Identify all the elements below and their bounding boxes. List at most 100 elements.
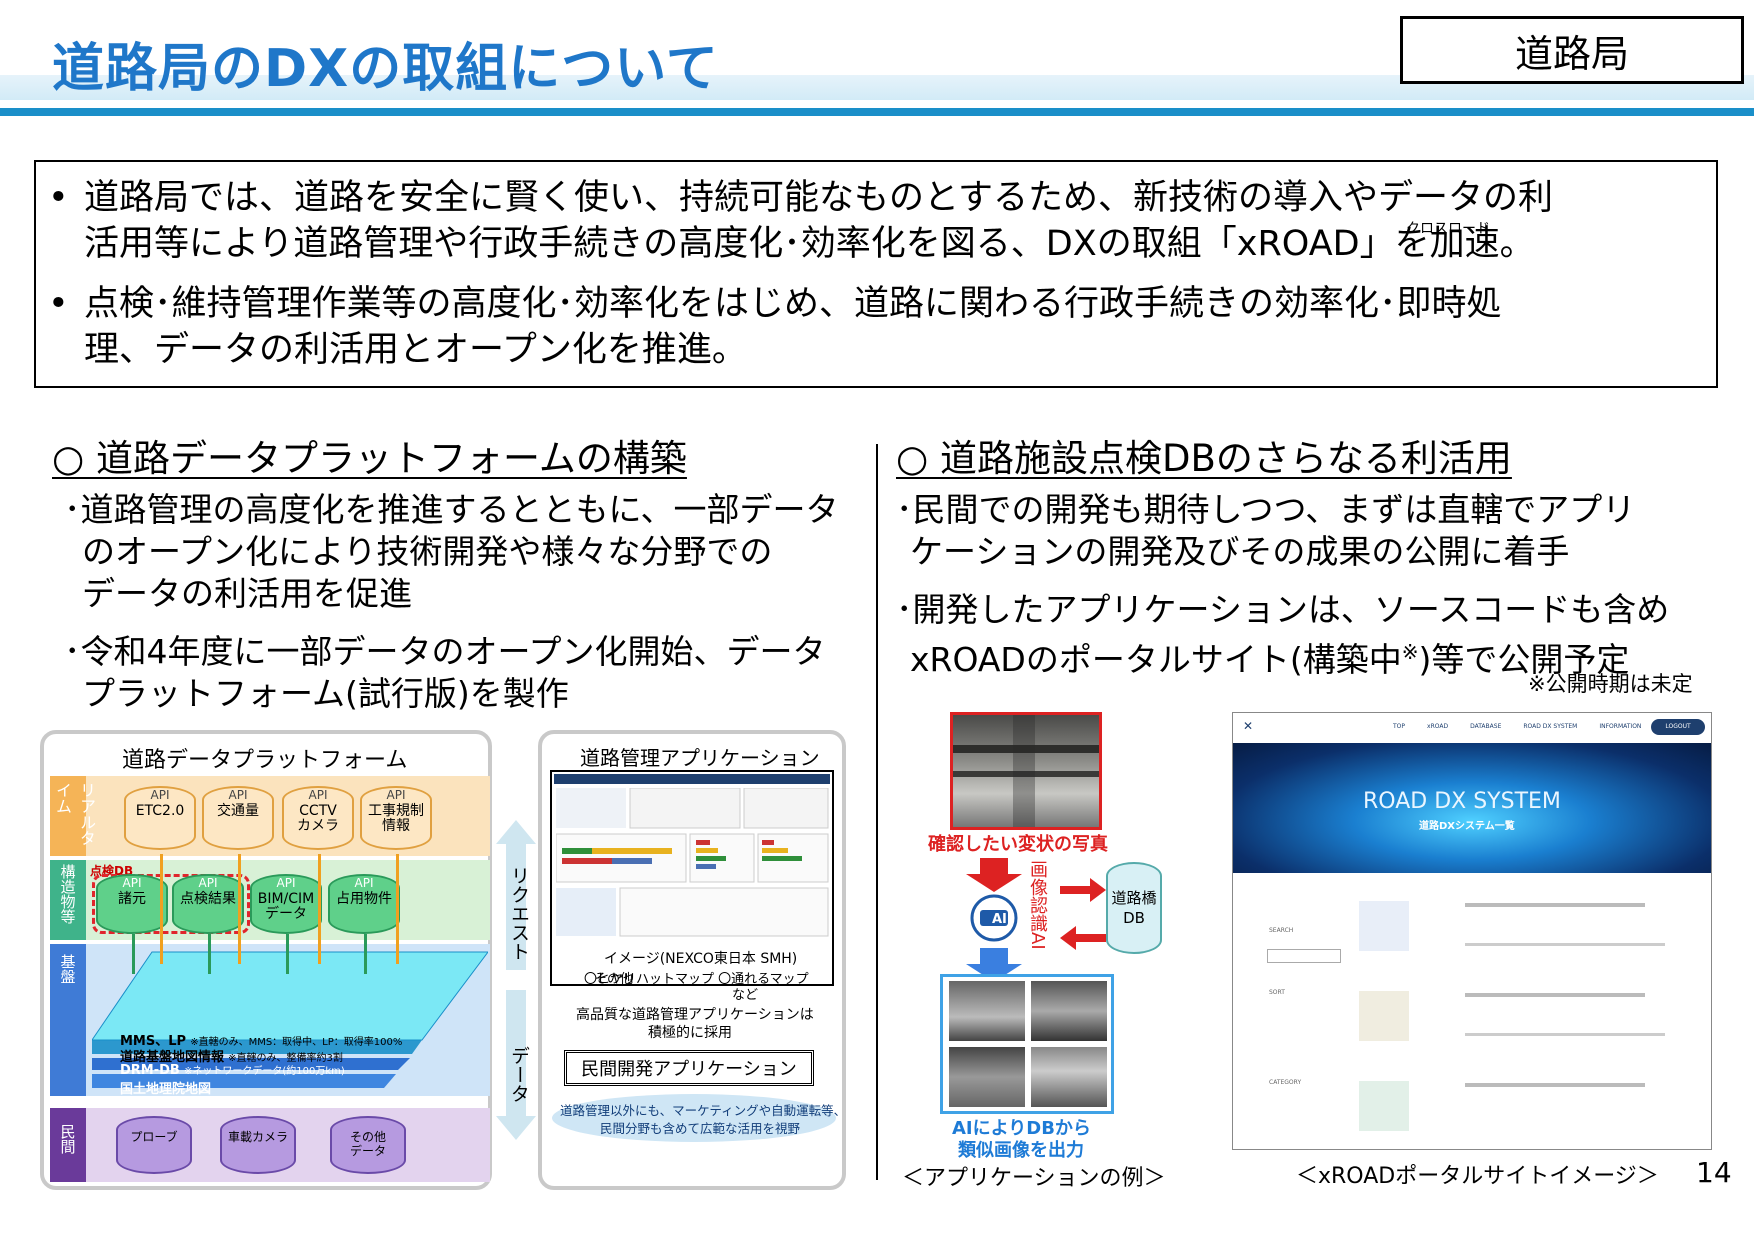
- connector-line: [286, 934, 289, 974]
- layer-row-2: 道路基盤地図情報 ※直轄のみ、整備率約3割: [120, 1050, 343, 1065]
- summary-bullet2-line2: 理、データの利活用とオープン化を推進。: [84, 330, 747, 370]
- cylinder-label: 占用物件: [336, 891, 392, 907]
- summary-bullet1-line2: 活用等により道路管理や行政手続きの高度化･効率化を図る、DXの取組「xROAD」…: [84, 224, 1535, 264]
- app-title: 道路管理アプリケーション: [580, 746, 820, 770]
- portal-hero-subtitle: 道路DXシステム一覧: [1419, 821, 1515, 832]
- structure-tab: 構造物等: [50, 860, 86, 940]
- adopt-line1: 高品質な道路管理アプリケーションは: [576, 1007, 814, 1023]
- portal-search-label: SEARCH: [1269, 927, 1294, 934]
- portal-text-4: [1465, 1033, 1665, 1036]
- portal-category-label: CATEGORY: [1269, 1079, 1302, 1086]
- portal-nav-item[interactable]: TOP: [1393, 723, 1406, 730]
- bullet: •: [48, 178, 69, 218]
- data-cylinder: [124, 786, 196, 850]
- bullet: •: [48, 284, 69, 324]
- department-box: 道路局: [1400, 16, 1744, 84]
- connector-line: [160, 854, 163, 964]
- private-note-line2: 民間分野も含めて広範な活用を視野: [600, 1121, 801, 1136]
- data-platform-diagram: 道路データプラットフォーム リアルタイム 構造物等 点検DB 基盤 MMS、LP…: [40, 730, 492, 1190]
- road-bridge-db-cylinder: [1106, 862, 1162, 954]
- portal-screenshot: ✕ TOP xROAD DATABASE ROAD DX SYSTEM INFORMAT…: [1232, 712, 1712, 1150]
- api-label: API: [150, 788, 170, 802]
- connector-line: [396, 854, 399, 964]
- portal-hero-title: ROAD DX SYSTEM: [1363, 789, 1561, 814]
- private-note-line1: 道路管理以外にも、マーケティングや自動運転等、: [560, 1103, 847, 1118]
- layer-row-4: 国土地理院地図: [120, 1082, 212, 1097]
- data-cylinder: [282, 786, 354, 850]
- private-note-oval: [552, 1094, 836, 1142]
- portal-nav-item[interactable]: ROAD DX SYSTEM: [1523, 723, 1578, 730]
- ai-output-line2: 類似画像を出力: [958, 1140, 1084, 1161]
- api-label: API: [228, 788, 248, 802]
- portal-caption: ＜xROADポータルサイトイメージ＞: [1296, 1164, 1659, 1189]
- connector-line: [364, 934, 367, 974]
- xroad-furigana: クロスロード: [1406, 221, 1490, 237]
- right-p2-line2: xROADのポータルサイト(構築中※)等で公開予定: [910, 640, 1630, 679]
- private-data-cylinder: [116, 1116, 192, 1174]
- left-heading: ○ 道路データプラットフォームの構築: [52, 437, 687, 480]
- base-layers-svg: [92, 951, 488, 1088]
- cylinder-label: BIM/CIM データ: [257, 891, 315, 922]
- api-label: API: [354, 876, 374, 890]
- other-label: その他: [594, 972, 634, 987]
- ai-flow-svg: [966, 858, 1106, 982]
- ai-output-line1: AIによりDBから: [952, 1118, 1091, 1139]
- layer-row-1: MMS、LP ※直轄のみ、MMS：取得中、LP：取得率100%: [120, 1034, 403, 1049]
- api-label: API: [308, 788, 328, 802]
- summary-bullet2-line1: 点検･維持管理作業等の高度化･効率化をはじめ、道路に関わる行政手続きの効率化･即…: [84, 284, 1502, 324]
- exchange-arrows: [496, 820, 536, 1140]
- base-label: 基盤: [58, 954, 77, 984]
- similar-images-frame: [940, 974, 1114, 1114]
- portal-logout-button[interactable]: LOGOUT: [1651, 719, 1705, 735]
- api-label: API: [276, 876, 296, 890]
- cylinder-label: CCTV カメラ: [297, 803, 339, 834]
- road-app-diagram: 道路管理アプリケーション イメージ(NEXCO東日本 SMH) その他 〇ヒヤリ…: [538, 730, 846, 1190]
- connector-line: [208, 934, 211, 974]
- portal-thumb-3[interactable]: [1359, 1081, 1409, 1131]
- data-label: データ: [508, 1046, 530, 1103]
- portal-thumb-2[interactable]: [1359, 991, 1409, 1041]
- realtime-tab: リアルタイム: [50, 776, 96, 856]
- request-label: リクエスト: [508, 866, 530, 961]
- connector-line: [132, 934, 135, 974]
- portal-search-input[interactable]: [1267, 949, 1341, 963]
- right-heading: ○ 道路施設点検DBのさらなる利活用: [896, 437, 1512, 480]
- left-p2-line1: ･令和4年度に一部データのオープン化開始、データ: [64, 632, 826, 671]
- data-cylinder: [360, 786, 432, 850]
- column-divider: [876, 444, 878, 1180]
- dashboard-frame: イメージ(NEXCO東日本 SMH) その他: [550, 770, 834, 987]
- release-note: ※公開時期は未定: [1528, 672, 1693, 696]
- api-label: API: [122, 876, 142, 890]
- portal-nav-item[interactable]: INFORMATION: [1599, 723, 1642, 730]
- private-data-cylinder: [330, 1116, 406, 1174]
- portal-logo: ✕: [1243, 719, 1254, 733]
- portal-navbar: ✕ TOP xROAD DATABASE ROAD DX SYSTEM INFORMAT…: [1233, 713, 1711, 744]
- page-title: 道路局のDXの取組について: [52, 39, 719, 99]
- ai-vertical-label: 画像認識AI: [1027, 860, 1048, 950]
- private-data-cylinder: [220, 1116, 296, 1174]
- connector-line: [238, 854, 241, 964]
- api-label: API: [198, 876, 218, 890]
- right-p1-line2: ケーションの開発及びその成果の公開に着手: [910, 532, 1570, 571]
- portal-sort-label: SORT: [1269, 989, 1285, 996]
- left-p1-line1: ･道路管理の高度化を推進するとともに、一部データ: [64, 490, 839, 529]
- ai-badge: AI: [992, 912, 1007, 927]
- portal-thumb-1[interactable]: [1359, 901, 1409, 951]
- header-rule: [0, 108, 1754, 116]
- data-cylinder: [328, 874, 400, 934]
- base-tab: 基盤: [50, 944, 86, 1096]
- private-tab: 民間: [50, 1108, 86, 1182]
- defect-photo: [950, 712, 1102, 830]
- data-cylinder: [202, 786, 274, 850]
- road-bridge-db-label: 道路橋 DB: [1111, 889, 1157, 927]
- portal-nav-item[interactable]: xROAD: [1427, 723, 1449, 730]
- api-label: API: [386, 788, 406, 802]
- structure-label: 構造物等: [58, 864, 77, 924]
- portal-nav-item[interactable]: DATABASE: [1470, 723, 1502, 730]
- connector-line: [318, 854, 321, 964]
- portal-text-2: [1465, 943, 1665, 946]
- data-cylinder: [250, 874, 322, 934]
- data-cylinder: [96, 874, 168, 934]
- platform-title: 道路データプラットフォーム: [122, 748, 408, 773]
- cylinder-label: 点検結果: [180, 891, 236, 907]
